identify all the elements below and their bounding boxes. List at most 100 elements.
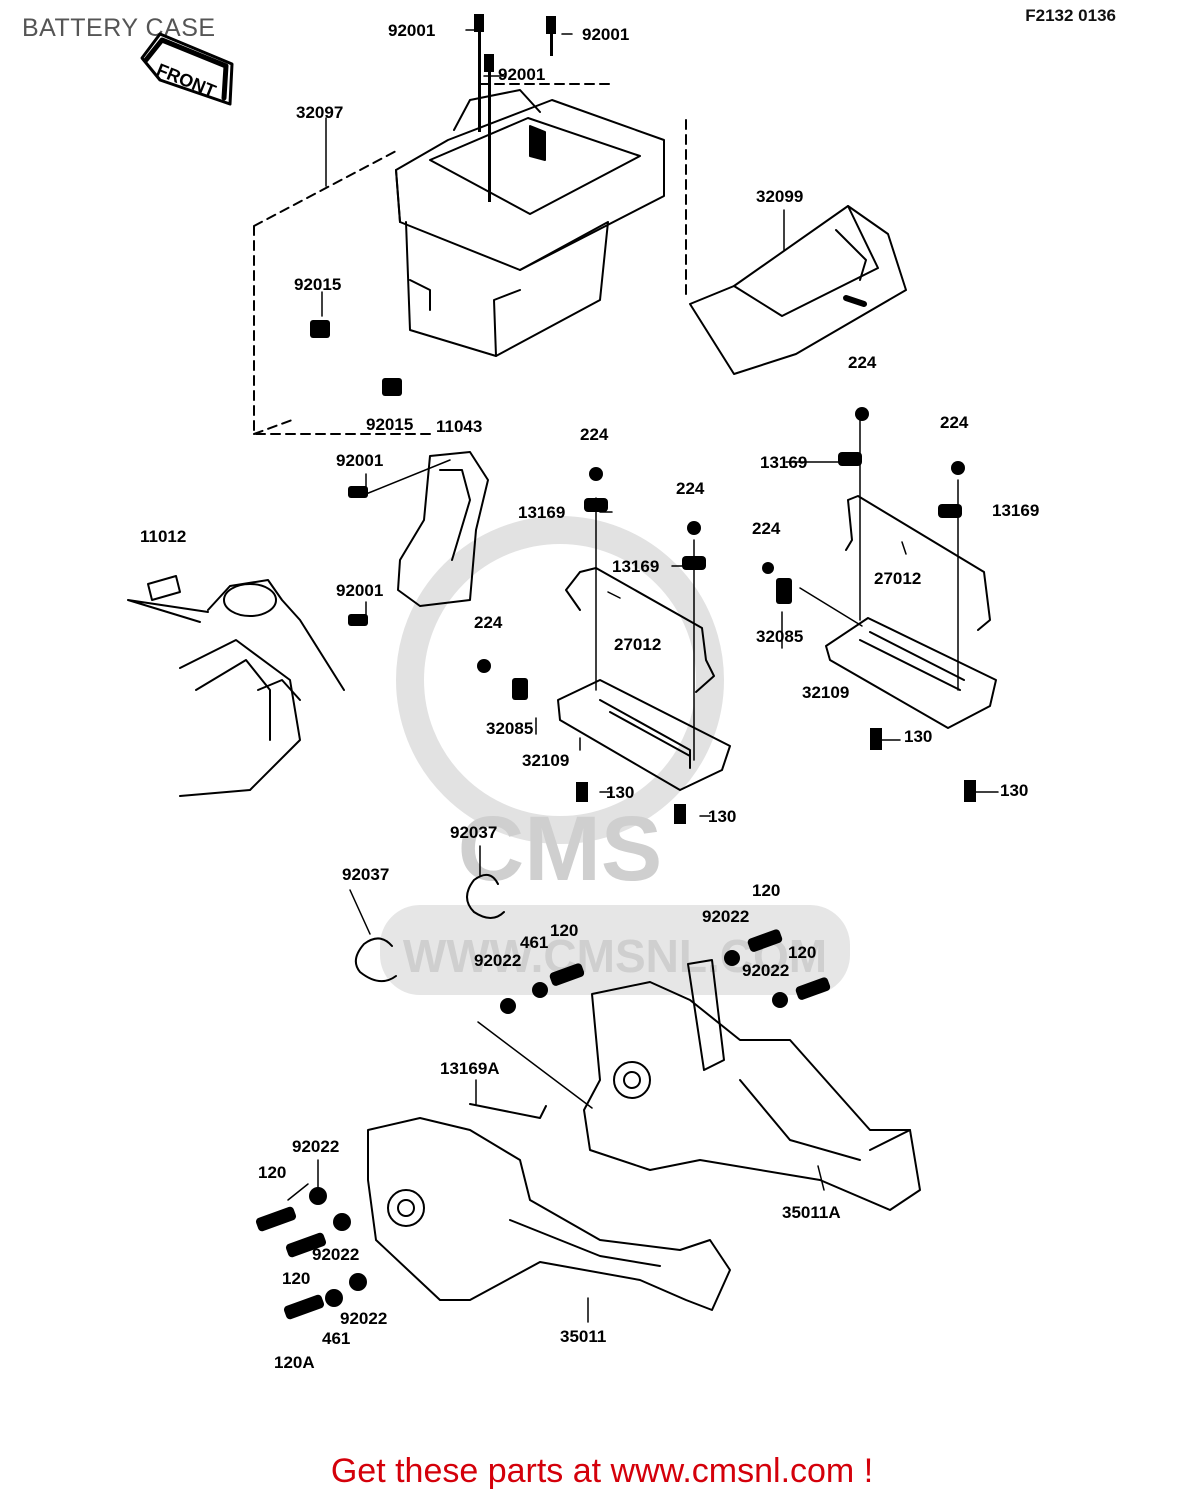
part-label[interactable]: 92022 (742, 961, 789, 980)
part-label[interactable]: 92022 (340, 1309, 387, 1328)
screw-icon (951, 461, 965, 475)
figure-code: F2132 0136 (1025, 6, 1116, 25)
bolt-icon (484, 54, 494, 72)
footer-link-text[interactable]: Get these parts at www.cmsnl.com ! (330, 1452, 874, 1490)
part-label[interactable]: 120A (274, 1353, 315, 1372)
bolt-icon (870, 728, 882, 750)
part-label[interactable]: 224 (752, 519, 781, 538)
battery-plate-right (825, 617, 997, 729)
part-label[interactable]: 32109 (802, 683, 849, 702)
part-label[interactable]: 27012 (874, 569, 921, 588)
leader-32085-right (799, 587, 863, 627)
part-label[interactable]: 130 (708, 807, 736, 826)
part-label[interactable]: 13169 (992, 501, 1039, 520)
part-label[interactable]: 92022 (702, 907, 749, 926)
part-label[interactable]: 461 (322, 1329, 350, 1348)
clamp-icon (938, 504, 962, 518)
washer-icon (349, 1273, 367, 1291)
part-label[interactable]: 35011A (782, 1203, 841, 1222)
bolt-icon (285, 1232, 327, 1258)
part-label[interactable]: 92001 (582, 25, 629, 44)
part-label[interactable]: 13169 (518, 503, 565, 522)
part-label[interactable]: 92001 (498, 65, 545, 84)
clamp-icon (584, 498, 608, 512)
part-label[interactable]: 461 (520, 933, 548, 952)
part-label[interactable]: 92037 (342, 865, 389, 884)
part-label[interactable]: 120 (282, 1269, 310, 1288)
case-outline-dashed (479, 83, 687, 301)
bolt-shaft (488, 72, 491, 202)
part-label[interactable]: 92015 (294, 275, 341, 294)
part-label[interactable]: 92022 (292, 1137, 339, 1156)
bolt-icon (283, 1294, 325, 1320)
part-label[interactable]: 92015 (366, 415, 413, 434)
part-label[interactable]: 32099 (756, 187, 803, 206)
screw-icon (855, 407, 869, 421)
part-label[interactable]: 224 (848, 353, 877, 372)
part-label[interactable]: 130 (606, 783, 634, 802)
label-leaders (287, 29, 999, 1323)
part-label[interactable]: 92001 (388, 21, 435, 40)
part-label[interactable]: 32097 (296, 103, 343, 122)
battery-case (395, 89, 665, 357)
screw-icon (589, 467, 603, 481)
bolt-shaft (478, 32, 481, 132)
part-label[interactable]: 224 (474, 613, 503, 632)
part-label[interactable]: 92001 (336, 581, 383, 600)
case-bracket-lines (253, 149, 437, 435)
bolt-icon (964, 780, 976, 802)
diagram-title: BATTERY CASE (22, 14, 216, 42)
part-label[interactable]: 120 (788, 943, 816, 962)
part-label[interactable]: 13169 (760, 453, 807, 472)
bolt-shaft (550, 34, 553, 56)
part-label[interactable]: 32085 (756, 627, 803, 646)
screw-icon (687, 521, 701, 535)
part-label[interactable]: 130 (904, 727, 932, 746)
part-label[interactable]: 13169 (612, 557, 659, 576)
part-label[interactable]: 224 (940, 413, 969, 432)
footrest-bracket-right (583, 959, 921, 1211)
nut-icon (382, 378, 402, 396)
part-number-labels: 92001 92001 92001 32097 92015 92015 1104… (140, 21, 1039, 1372)
part-label[interactable]: 13169A (440, 1059, 500, 1078)
part-label[interactable]: 92001 (336, 451, 383, 470)
holder-icon (776, 578, 792, 604)
assembly-axis-lines (595, 419, 959, 761)
part-label[interactable]: 92022 (474, 951, 521, 970)
part-label[interactable]: 27012 (614, 635, 661, 654)
part-label[interactable]: 120 (752, 881, 780, 900)
washer-icon (500, 998, 516, 1014)
part-label[interactable]: 130 (1000, 781, 1028, 800)
front-arrow-icon (140, 32, 234, 106)
clamp-icon (682, 556, 706, 570)
bolt-icon (674, 804, 686, 824)
washer-icon (325, 1289, 343, 1307)
battery-cover (689, 205, 907, 375)
part-label[interactable]: 11012 (140, 527, 186, 546)
clip-right-icon (466, 873, 505, 919)
holder-icon (512, 678, 528, 700)
part-label[interactable]: 120 (550, 921, 578, 940)
part-label[interactable]: 11043 (436, 417, 482, 436)
part-label[interactable]: 224 (580, 425, 609, 444)
bolt-icon (795, 977, 831, 1000)
part-label[interactable]: 35011 (560, 1327, 606, 1346)
bolt-icon (348, 614, 368, 626)
bolt-icon (549, 963, 585, 986)
part-label[interactable]: 92037 (450, 823, 497, 842)
washer-icon (724, 950, 740, 966)
bolt-icon (747, 929, 783, 952)
bolt-icon (474, 14, 484, 32)
part-label[interactable]: 224 (676, 479, 705, 498)
leader-bracket-right (477, 1021, 593, 1109)
part-label[interactable]: 92022 (312, 1245, 359, 1264)
part-label[interactable]: 120 (258, 1163, 286, 1182)
battery-plate-middle (557, 679, 731, 791)
bolt-icon (255, 1206, 297, 1232)
washer-icon (333, 1213, 351, 1231)
part-label[interactable]: 32109 (522, 751, 569, 770)
washer-icon (532, 982, 548, 998)
part-label[interactable]: 32085 (486, 719, 533, 738)
nut-icon (310, 320, 330, 338)
